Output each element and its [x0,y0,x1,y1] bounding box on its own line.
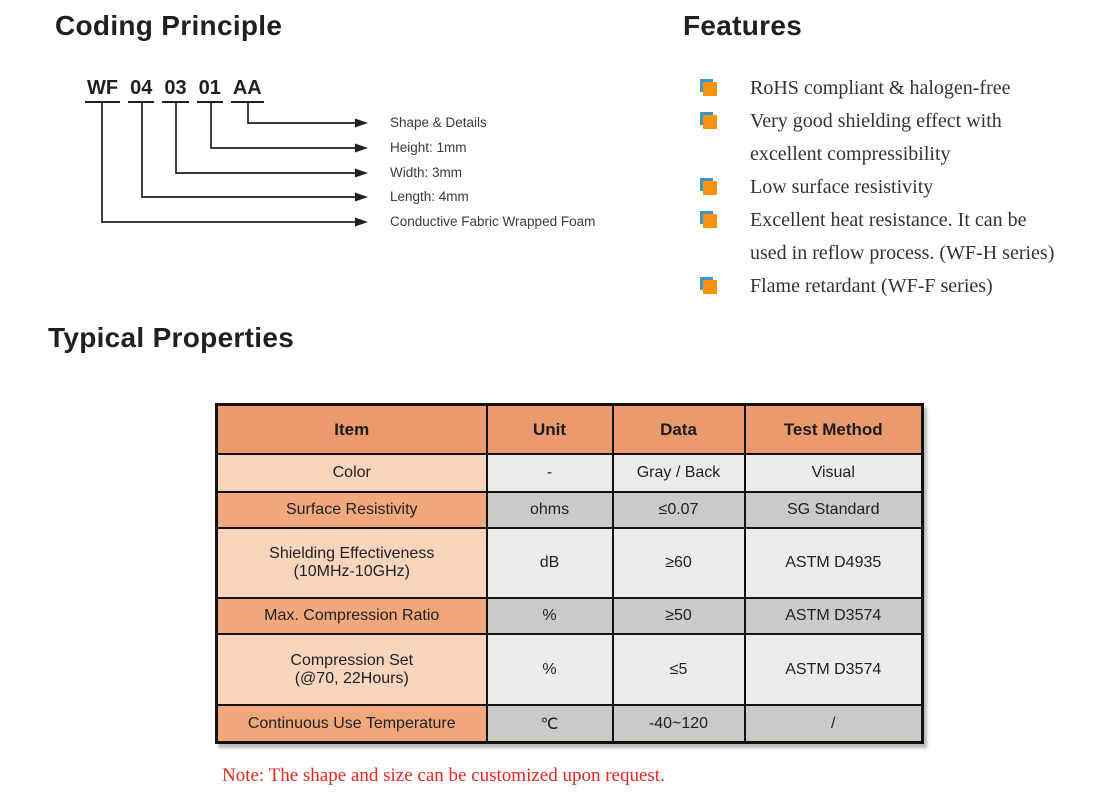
code-part-series: WF [85,76,121,103]
code-part-width: 03 [162,76,189,103]
arrowheads [355,118,368,227]
cell-data: ≤5 [611,633,746,706]
code-label-height: Height: 1mm [390,140,467,155]
code-label-length: Length: 4mm [390,189,469,204]
cell-test-method: Visual [743,453,924,493]
col-header-unit: Unit [485,403,614,455]
col-header-data: Data [611,403,746,455]
features-title: Features [683,10,803,41]
customization-note: Note: The shape and size can be customiz… [222,765,665,786]
code-label-width: Width: 3mm [390,165,463,180]
square-bullet-icon [700,178,718,196]
table-row-compression-set: Compression Set (@70, 22Hours) % ≤5 ASTM… [215,633,924,706]
feature-item: Low surface resistivity [700,171,1110,204]
cell-item: Continuous Use Temperature [215,704,488,744]
table-header-row: Item Unit Data Test Method [215,403,924,455]
code-part-length: 04 [128,76,155,103]
cell-data: -40~120 [611,704,746,744]
code-label-material: Conductive Fabric Wrapped Foam [390,214,596,229]
cell-unit: % [485,597,614,635]
table-row-continuous-use-temperature: Continuous Use Temperature ℃ -40~120 / [215,704,924,744]
code-part-shape: AA [230,76,264,103]
coding-principle-title: Coding Principle [55,10,283,41]
square-bullet-icon [700,79,718,97]
feature-text: Flame retardant (WF-F series) [750,275,993,297]
cell-item: Surface Resistivity [215,491,488,529]
cell-test-method: ASTM D3574 [743,597,924,635]
feature-item: Very good shielding effect with excellen… [700,105,1110,171]
typical-properties-title: Typical Properties [48,322,295,353]
cell-test-method: ASTM D4935 [743,527,924,599]
table-row-max-compression-ratio: Max. Compression Ratio % ≥50 ASTM D3574 [215,597,924,635]
code-connector-lines [101,103,368,227]
cell-test-method: ASTM D3574 [743,633,924,706]
code-part-height: 01 [196,76,223,103]
feature-item: Flame retardant (WF-F series) [700,270,1110,303]
cell-unit: ℃ [485,704,614,744]
feature-text: RoHS compliant & halogen-free [750,77,1011,99]
feature-item: Excellent heat resistance. It can be use… [700,204,1110,270]
cell-item: Max. Compression Ratio [215,597,488,635]
cell-unit: dB [485,527,614,599]
col-header-test-method: Test Method [743,403,924,455]
table-row-surface-resistivity: Surface Resistivity ohms ≤0.07 SG Standa… [215,491,924,529]
feature-item: RoHS compliant & halogen-free [700,72,1110,105]
col-header-item: Item [215,403,488,455]
code-label-shape: Shape & Details [390,115,487,130]
square-bullet-icon [700,112,718,130]
cell-item: Compression Set (@70, 22Hours) [215,633,488,706]
square-bullet-icon [700,277,718,295]
cell-data: ≤0.07 [611,491,746,529]
cell-item: Shielding Effectiveness (10MHz-10GHz) [215,527,488,599]
cell-data: ≥60 [611,527,746,599]
product-code: WF 04 03 01 AA [85,76,264,103]
feature-text: Very good shielding effect with excellen… [750,110,1002,165]
cell-test-method: / [743,704,924,744]
typical-properties-table: Item Unit Data Test Method Color - Gray … [215,403,924,744]
cell-item: Color [215,453,488,493]
cell-unit: % [485,633,614,706]
cell-test-method: SG Standard [743,491,924,529]
cell-unit: - [485,453,614,493]
feature-text: Low surface resistivity [750,176,934,198]
features-list: RoHS compliant & halogen-free Very good … [700,72,1110,303]
feature-text: Excellent heat resistance. It can be use… [750,209,1055,264]
square-bullet-icon [700,211,718,229]
cell-data: ≥50 [611,597,746,635]
table-row-shielding-effectiveness: Shielding Effectiveness (10MHz-10GHz) dB… [215,527,924,599]
cell-data: Gray / Back [611,453,746,493]
cell-unit: ohms [485,491,614,529]
table-row-color: Color - Gray / Back Visual [215,453,924,493]
